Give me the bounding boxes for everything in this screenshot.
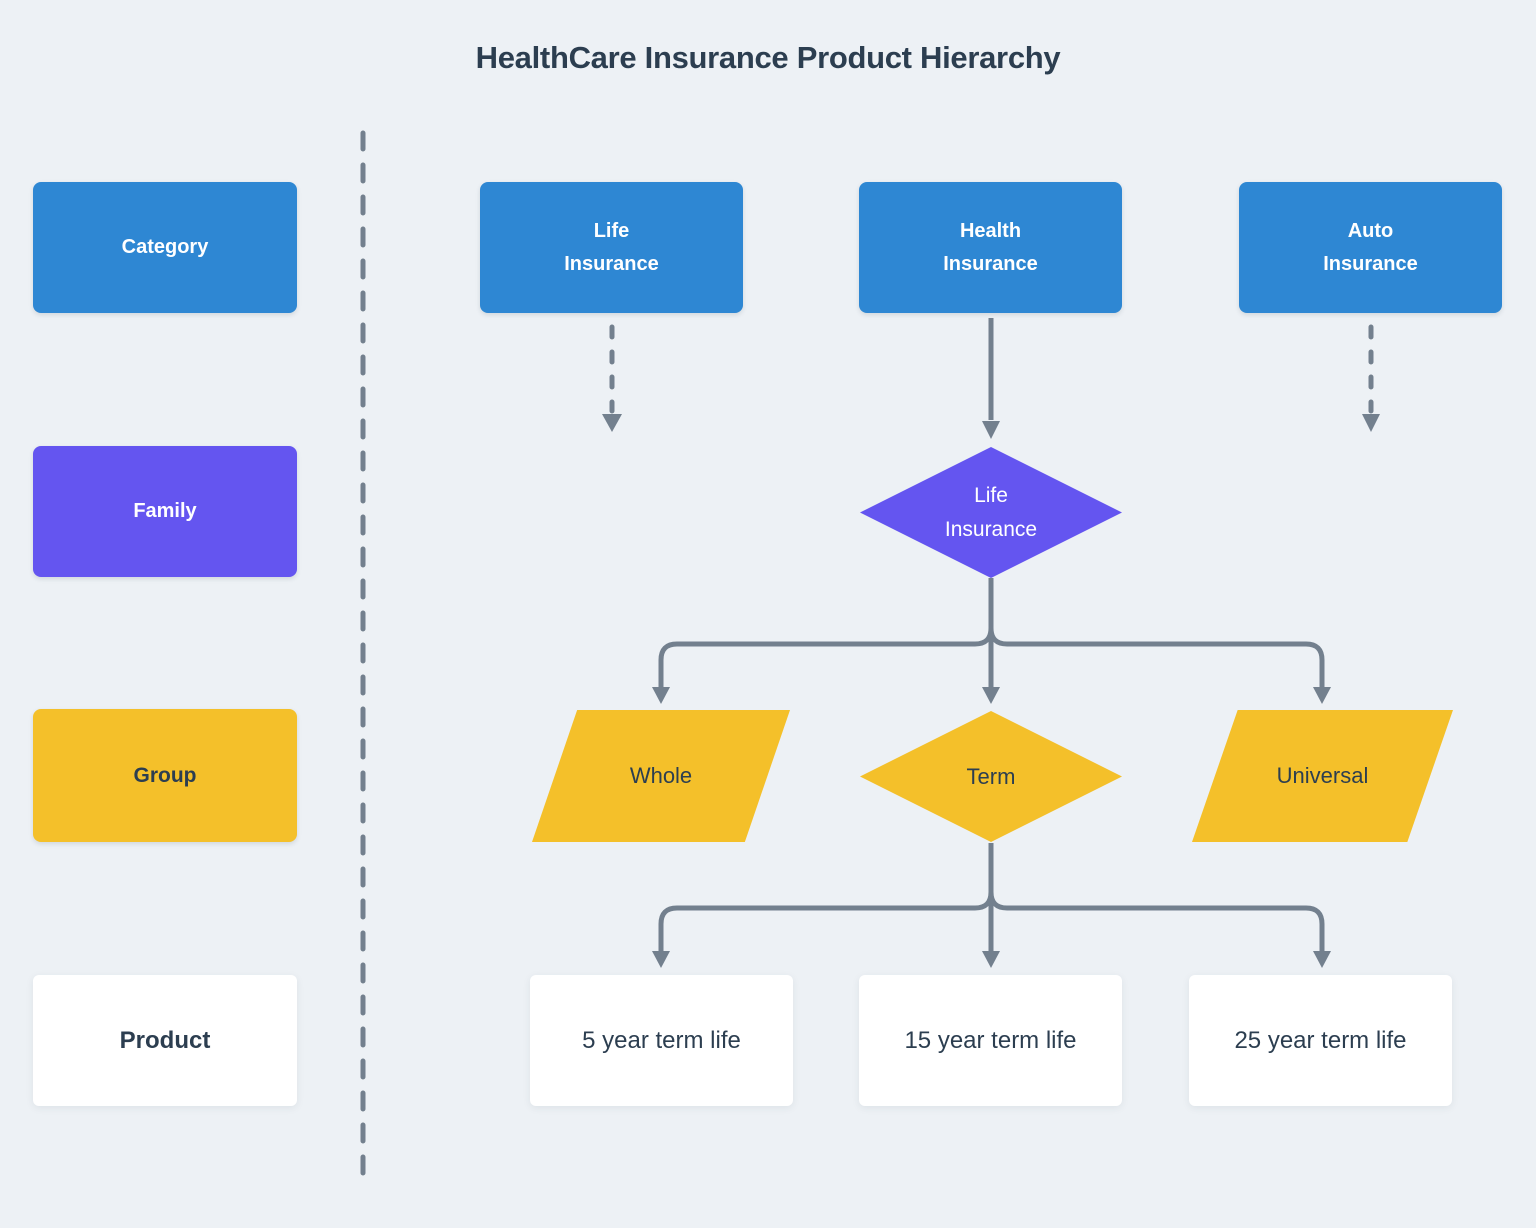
category-label-line2: Insurance [1323, 252, 1418, 275]
group-label: Whole [629, 763, 693, 788]
category-label-line1: Life [593, 219, 630, 242]
arrow-life-insurance-dashed [602, 324, 622, 432]
product-label: 25 year term life [1234, 1026, 1407, 1054]
category-node-auto-insurance: Auto Insurance [1239, 182, 1502, 313]
arrow-health-to-family [982, 318, 1000, 439]
category-node-health-insurance: Health Insurance [859, 182, 1122, 313]
group-label: Universal [1276, 763, 1369, 788]
legend-category-box: Category [33, 182, 297, 313]
group-node-universal: Universal [1192, 710, 1453, 842]
product-node-25-year-term-life: 25 year term life [1189, 975, 1452, 1106]
legend-category-label: Category [121, 236, 209, 258]
legend-group-box: Group [33, 709, 297, 842]
page-title: HealthCare Insurance Product Hierarchy [475, 40, 1061, 75]
product-node-5-year-term-life: 5 year term life [530, 975, 793, 1106]
product-label: 5 year term life [582, 1026, 741, 1054]
category-label-line1: Auto [1347, 219, 1394, 242]
legend-family-box: Family [33, 446, 297, 577]
group-label: Term [966, 763, 1016, 789]
legend-family-label: Family [133, 500, 197, 522]
legend-group-label: Group [133, 763, 197, 787]
category-node-life-insurance: Life Insurance [480, 182, 743, 313]
category-label-line2: Insurance [564, 252, 659, 275]
legend-product-box: Product [33, 975, 297, 1106]
branch-family-to-groups [652, 578, 1331, 704]
category-label-line2: Insurance [943, 252, 1038, 275]
group-node-whole: Whole [532, 710, 790, 842]
legend-product-label: Product [119, 1026, 211, 1054]
product-node-15-year-term-life: 15 year term life [859, 975, 1122, 1106]
family-label-line1: Life [974, 483, 1008, 507]
category-label-line1: Health [959, 219, 1022, 242]
branch-term-to-products [652, 843, 1331, 968]
family-label-line2: Insurance [944, 517, 1038, 541]
arrow-auto-insurance-dashed [1362, 324, 1380, 432]
product-label: 15 year term life [904, 1026, 1077, 1054]
